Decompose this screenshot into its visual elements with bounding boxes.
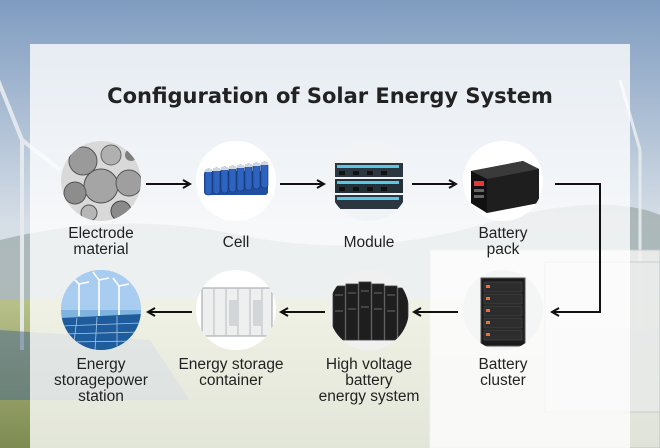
label-module: Module — [299, 235, 439, 251]
label-line: Energy — [76, 356, 126, 373]
content-panel — [30, 44, 630, 448]
label-electrode-material: Electrode material — [31, 226, 171, 258]
label-energy-storage-container: Energy storage container — [161, 357, 301, 389]
label-line: energy system — [318, 388, 420, 405]
battery-cluster-image — [463, 270, 543, 350]
label-line: station — [78, 388, 124, 405]
module-image — [329, 141, 409, 221]
label-line: Module — [343, 234, 395, 251]
cell-image — [196, 141, 276, 221]
label-line: storagepower — [54, 372, 148, 389]
label-cell: Cell — [166, 235, 306, 251]
label-line: Electrode — [68, 225, 134, 242]
label-line: cluster — [480, 372, 526, 389]
battery-pack-image — [463, 141, 543, 221]
energy-storage-power-station-image — [61, 270, 141, 350]
high-voltage-system-image — [329, 270, 409, 350]
label-line: Energy storage — [178, 356, 284, 373]
label-line: Battery — [478, 225, 528, 242]
label-high-voltage-system: High voltage battery energy system — [299, 357, 439, 405]
label-line: container — [199, 372, 263, 389]
label-battery-cluster: Battery cluster — [433, 357, 573, 389]
label-line: pack — [486, 241, 520, 258]
diagram-title: Configuration of Solar Energy System — [107, 84, 553, 108]
label-battery-pack: Battery pack — [433, 226, 573, 258]
label-line: High voltage — [325, 356, 413, 373]
energy-storage-container-image — [196, 270, 276, 350]
label-line: Battery — [478, 356, 528, 373]
label-line: Cell — [222, 234, 250, 251]
label-energy-storage-power-station: Energy storagepower station — [31, 357, 171, 405]
electrode-material-image — [61, 141, 141, 221]
label-line: material — [73, 241, 129, 258]
label-line: battery — [345, 372, 393, 389]
